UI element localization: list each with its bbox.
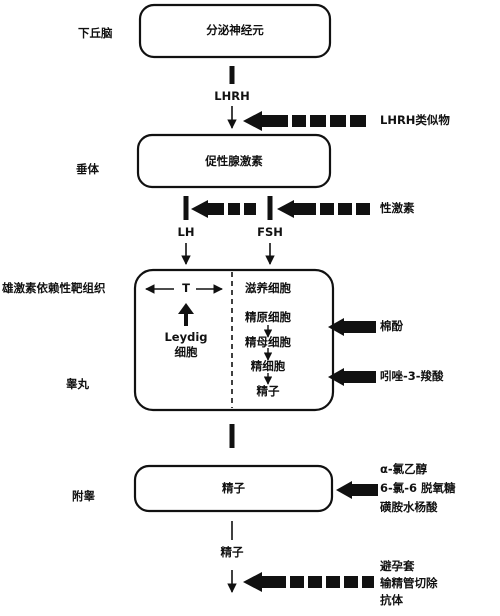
pituitary-box-text: 促性腺激素 (205, 154, 263, 168)
label-androgen-targets: 雄激素依赖性靶组织 (2, 281, 106, 295)
arrow-leydig-to-t (178, 303, 194, 326)
bottom-sperm-label: 精子 (220, 545, 244, 559)
arrow-epididymis-agents (336, 481, 378, 499)
epididymis-box-text: 精子 (222, 481, 245, 495)
fsh-label: FSH (257, 225, 283, 239)
leydig-label-1: Leydig (164, 330, 208, 344)
hypothalamus-box (138, 3, 332, 59)
label-sex-hormone: 性激素 (380, 201, 415, 215)
label-testis: 睾丸 (66, 377, 89, 391)
label-epididymis: 附睾 (72, 489, 95, 503)
label-pituitary: 垂体 (76, 162, 99, 176)
pituitary-box (136, 133, 332, 189)
label-gossypol: 棉酚 (380, 319, 403, 333)
label-indazole: 吲唑-3-羧酸 (380, 369, 444, 383)
spermatocyte-label: 精母细胞 (245, 335, 291, 349)
arrow-feedback-lh (191, 200, 256, 218)
leydig-label-2: 细胞 (174, 345, 198, 359)
label-lhrh-analog: LHRH类似物 (380, 113, 450, 127)
label-epi-agent-2: 6-氯-6 脱氧糖 (380, 481, 456, 495)
label-method-3: 抗体 (380, 593, 403, 607)
label-hypothalamus: 下丘脑 (78, 26, 113, 40)
arrow-bottom-methods (243, 572, 374, 592)
label-epi-agent-1: α-氯乙醇 (380, 462, 428, 476)
lh-label: LH (177, 225, 195, 239)
label-epi-agent-3: 磺胺水杨酸 (380, 500, 438, 514)
lhrh-label: LHRH (214, 89, 250, 103)
spermatid-label: 精细胞 (250, 359, 286, 373)
arrow-lhrh-analog (243, 111, 366, 131)
arrow-sex-hormone (277, 200, 370, 218)
epididymis-box (133, 464, 334, 513)
sertoli-label: 滋养细胞 (245, 281, 291, 295)
spermatogonia-label: 精原细胞 (245, 310, 291, 324)
label-method-1: 避孕套 (380, 559, 415, 573)
arrow-indazole (328, 368, 376, 386)
testosterone-label: T (182, 281, 190, 295)
label-method-2: 输精管切除 (380, 576, 438, 590)
testis-box (133, 268, 335, 412)
sperm-in-testis-label: 精子 (256, 384, 280, 398)
arrow-gossypol (328, 318, 376, 336)
hypothalamus-box-text: 分泌神经元 (206, 23, 264, 37)
